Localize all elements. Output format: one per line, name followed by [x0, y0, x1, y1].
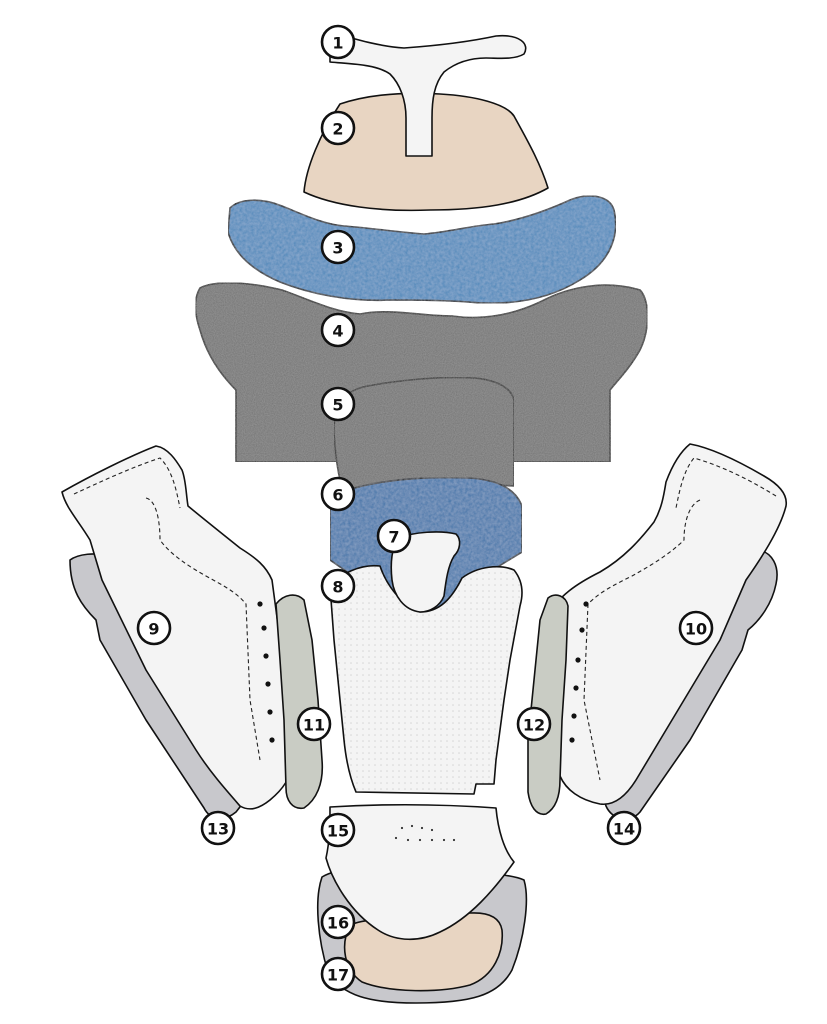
callout-circle: [320, 229, 356, 265]
perforation-dot: [442, 838, 446, 842]
callout-number: 15: [327, 822, 349, 841]
callout-1: 1: [320, 24, 356, 60]
callout-5: 5: [320, 386, 356, 422]
callout-number: 8: [332, 578, 343, 597]
callout-number: 14: [613, 820, 635, 839]
callout-circle: [320, 110, 356, 146]
toe-cap-perforations: [394, 824, 456, 842]
callout-number: 5: [332, 396, 343, 415]
blue-mesh-shape: [227, 195, 617, 304]
left-eyelet-row: [257, 601, 275, 743]
callout-16: 16: [320, 904, 356, 940]
tongue-label-shape: [329, 31, 527, 157]
eyelet-dot: [571, 713, 577, 719]
perforation-dot: [400, 826, 404, 830]
eyelet-dot: [263, 653, 269, 659]
perforated-vamp-shape: [329, 564, 523, 795]
callout-number: 7: [388, 528, 399, 547]
grey-felt-tongue-shape: [333, 376, 515, 491]
perforation-dot: [406, 838, 410, 842]
callout-17: 17: [320, 956, 356, 992]
callout-circle: [320, 386, 356, 422]
left-eyestay-shape: [275, 594, 324, 810]
callout-circle: [320, 568, 356, 604]
callout-number: 2: [332, 120, 343, 139]
callout-6: 6: [320, 476, 356, 512]
left-quarter-shape: [61, 445, 293, 810]
callout-number: 9: [148, 620, 159, 639]
callout-number: 3: [332, 239, 343, 258]
eyelet-dot: [257, 601, 263, 607]
callout-8: 8: [320, 568, 356, 604]
white-tab-shape: [390, 531, 461, 613]
callout-3: 3: [320, 229, 356, 265]
callout-10: 10: [678, 610, 714, 646]
callout-number: 16: [327, 914, 349, 933]
eyelet-dot: [269, 737, 275, 743]
callout-number: 1: [332, 34, 343, 53]
left-quarter-stitching: [73, 457, 261, 761]
callout-number: 17: [327, 966, 349, 985]
callout-number: 13: [207, 820, 229, 839]
right-quarter-shape: [545, 443, 788, 805]
callout-15: 15: [320, 812, 356, 848]
callout-13: 13: [200, 810, 236, 846]
callout-circle: [296, 706, 332, 742]
callout-circle: [320, 312, 356, 348]
callout-circle: [320, 812, 356, 848]
callout-number: 6: [332, 486, 343, 505]
callout-11: 11: [296, 706, 332, 742]
callout-2: 2: [320, 110, 356, 146]
callout-circle: [320, 904, 356, 940]
eyelet-dot: [573, 685, 579, 691]
eyelet-dot: [265, 681, 271, 687]
perforation-dot: [410, 824, 414, 828]
callout-circle: [320, 24, 356, 60]
right-eyelet-row: [569, 601, 589, 743]
perforation-dot: [430, 828, 434, 832]
grey-felt-shape: [194, 282, 649, 463]
callout-7: 7: [376, 518, 412, 554]
perforation-dot: [452, 838, 456, 842]
callout-circle: [136, 610, 172, 646]
callout-14: 14: [606, 810, 642, 846]
callout-9: 9: [136, 610, 172, 646]
eyelet-dot: [261, 625, 267, 631]
callout-number: 10: [685, 620, 707, 639]
callout-circle: [376, 518, 412, 554]
eyelet-dot: [583, 601, 589, 607]
callout-circle: [320, 956, 356, 992]
callout-number: 11: [303, 716, 325, 735]
callout-circle: [320, 476, 356, 512]
callout-12: 12: [516, 706, 552, 742]
callout-circle: [200, 810, 236, 846]
callout-number: 12: [523, 716, 545, 735]
eyelet-dot: [575, 657, 581, 663]
perforation-dot: [420, 826, 424, 830]
right-eyestay-shape: [527, 594, 569, 816]
perforation-dot: [418, 838, 422, 842]
callout-4: 4: [320, 312, 356, 348]
perforation-dot: [394, 836, 398, 840]
toe-cap-shape: [325, 804, 515, 941]
eyelet-dot: [267, 709, 273, 715]
perforation-dot: [430, 838, 434, 842]
right-quarter-stitching: [583, 457, 777, 781]
callout-circle: [516, 706, 552, 742]
callout-circle: [606, 810, 642, 846]
callout-circle: [678, 610, 714, 646]
callout-number: 4: [332, 322, 343, 341]
eyelet-dot: [579, 627, 585, 633]
eyelet-dot: [569, 737, 575, 743]
